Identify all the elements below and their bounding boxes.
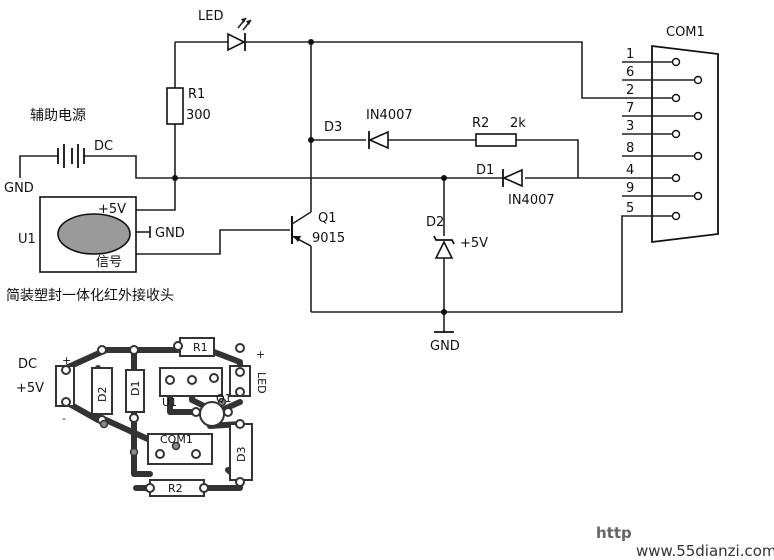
com1-pin: 6 <box>622 65 703 85</box>
com1-pin: 7 <box>622 101 703 121</box>
com1-pin: 5 <box>626 201 681 221</box>
r1-value: 300 <box>186 108 211 123</box>
com1-pin: 8 <box>622 141 703 161</box>
pcb-r2-label: R2 <box>168 482 183 495</box>
com1-pin: 3 <box>622 119 681 139</box>
com1-pin: 1 <box>622 47 681 67</box>
svg-text:2: 2 <box>626 83 634 98</box>
com1-pin: 4 <box>626 163 681 183</box>
pcb-r1-label: R1 <box>193 341 208 354</box>
d1-part-label: IN4007 <box>508 193 555 208</box>
d2-zener-diode <box>433 235 455 259</box>
svg-text:4: 4 <box>626 163 634 178</box>
pcb-dc-label: DC <box>18 357 37 372</box>
gnd-bottom-label: GND <box>430 339 460 354</box>
svg-text:7: 7 <box>626 101 634 116</box>
u1-gnd-label: GND <box>155 226 185 241</box>
u1-label: U1 <box>18 232 36 247</box>
com1-pins: 1 6 2 7 3 8 4 9 5 <box>622 47 703 221</box>
ir-receiver-caption: 简装塑封一体化红外接收头 <box>6 287 174 304</box>
r2-resistor <box>475 133 517 147</box>
pcb-led-label: LED <box>255 372 268 394</box>
com1-connector <box>651 44 719 244</box>
d1-label: D1 <box>476 163 494 178</box>
svg-text:3: 3 <box>626 119 634 134</box>
pcb-d3-label: D3 <box>235 447 248 462</box>
r2-label: R2 <box>472 116 489 131</box>
pcb-led-plus-label: + <box>256 348 265 361</box>
pcb-plus-label: + <box>62 354 71 367</box>
com1-label: COM1 <box>666 25 705 40</box>
svg-text:8: 8 <box>626 141 634 156</box>
d3-part-label: IN4007 <box>366 108 413 123</box>
q1-part-label: 9015 <box>312 231 345 246</box>
junction-dots <box>172 39 447 315</box>
watermark-prefix: http <box>596 524 632 542</box>
pcb-d1-label: D1 <box>129 381 142 396</box>
r1-label: R1 <box>188 87 205 102</box>
svg-text:5: 5 <box>626 201 634 216</box>
q1-transistor <box>291 211 312 247</box>
ir-receiver-lens <box>57 213 131 255</box>
led-label: LED <box>198 9 223 24</box>
d1-diode <box>502 168 523 188</box>
pcb-u1-label: U1 <box>162 396 177 409</box>
watermark-url: www.55dianzi.com <box>636 542 774 560</box>
pcb-d2-label: D2 <box>96 387 109 402</box>
gnd-left-label: GND <box>4 181 34 196</box>
schematic-wires <box>19 41 652 332</box>
q1-label: Q1 <box>318 211 337 226</box>
aux-power-label: 辅助电源 <box>30 108 86 124</box>
pcb-com1-label: COM1 <box>160 433 193 446</box>
svg-text:6: 6 <box>626 65 634 80</box>
com1-pin: 9 <box>622 181 703 201</box>
svg-text:9: 9 <box>626 181 634 196</box>
battery-symbol <box>57 144 85 168</box>
d3-label: D3 <box>324 120 342 135</box>
d3-diode <box>368 130 389 150</box>
pcb-minus-label: - <box>62 412 66 425</box>
signal-label: 信号 <box>96 255 122 270</box>
led-symbol <box>227 17 252 52</box>
watermark: http www.55dianzi.com <box>596 524 774 560</box>
pcb-layout: DC + +5V - R1 D2 D1 U1 Q1 + LED COM1 D3 … <box>16 337 268 497</box>
svg-text:1: 1 <box>626 47 634 62</box>
d2-plus5v-label: +5V <box>460 236 488 251</box>
pcb-q1-label: Q1 <box>216 392 232 405</box>
r1-resistor <box>166 87 184 125</box>
pcb-plus5v-label: +5V <box>16 381 44 396</box>
r2-value: 2k <box>510 116 526 131</box>
dc-label: DC <box>94 139 113 154</box>
d2-label: D2 <box>426 215 444 230</box>
com1-pin: 2 <box>626 83 681 103</box>
u1-plus5v-label: +5V <box>98 202 126 217</box>
